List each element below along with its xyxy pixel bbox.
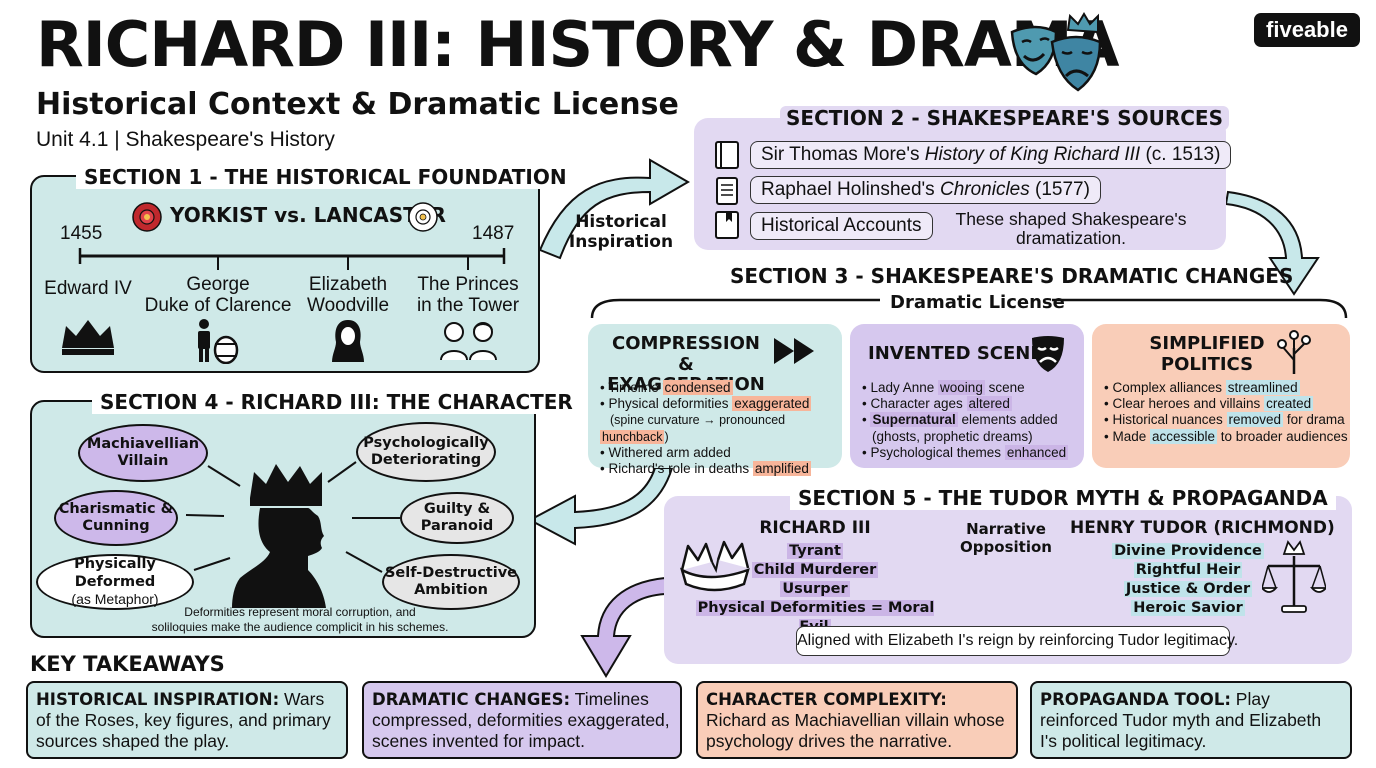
fast-forward-icon	[774, 338, 814, 364]
person-with-barrel-icon	[198, 319, 239, 364]
page-title: RICHARD III: HISTORY & DRAMA	[36, 8, 1120, 81]
section4-title: SECTION 4 - RICHARD III: THE CHARACTER	[92, 390, 581, 414]
book-open-icon	[715, 211, 739, 239]
trait-connectors	[185, 461, 400, 573]
unit-label: Unit 4.1 | Shakespeare's History	[36, 128, 335, 151]
trait-psychologically-deteriorating: Psychologically Deteriorating	[356, 422, 496, 482]
tudor-legitimacy-note: Aligned with Elizabeth I's reign by rein…	[796, 626, 1238, 656]
trait-charismatic-cunning: Charismatic & Cunning	[54, 490, 178, 546]
trait-self-destructive-ambition: Self-Destructive Ambition	[382, 554, 520, 610]
king-silhouette-icon	[232, 464, 326, 608]
takeaway-propaganda-tool: PROPAGANDA TOOL: Play reinforced Tudor m…	[1030, 681, 1352, 759]
tudor-rose-red-icon	[132, 202, 162, 232]
figure-edward-iv: Edward IV	[44, 278, 132, 299]
woman-portrait-icon	[332, 320, 364, 362]
mask-icon	[1032, 336, 1064, 372]
figure-elizabeth-woodville: Elizabeth Woodville	[306, 274, 390, 316]
trait-machiavellian-villain: Machiavellian Villain	[78, 424, 208, 482]
figure-george: George Duke of Clarence	[144, 274, 292, 316]
arrow-label-historical-inspiration: Historical Inspiration	[568, 212, 674, 253]
timeline-line	[78, 248, 506, 270]
crown-icon	[62, 320, 114, 355]
henry-traits: Divine Providence Rightful Heir Justice …	[1112, 543, 1264, 616]
key-takeaways-title: KEY TAKEAWAYS	[30, 652, 225, 676]
sources-note: These shaped Shakespeare's dramatization…	[955, 209, 1187, 249]
timeline-end-year: 1487	[472, 223, 515, 244]
takeaway-dramatic-changes: DRAMATIC CHANGES: Timelines compressed, …	[362, 681, 682, 759]
section5-title: SECTION 5 - THE TUDOR MYTH & PROPAGANDA	[790, 486, 1336, 510]
book-icon	[715, 141, 739, 169]
character-note: Deformities represent moral corruption, …	[151, 605, 449, 634]
scales-of-justice-icon	[1262, 540, 1326, 613]
two-children-icon	[440, 322, 497, 361]
timeline-start-year: 1455	[60, 223, 103, 244]
section3-subtitle: Dramatic License	[890, 292, 1065, 313]
richard-traits: Tyrant Child Murderer Usurper Physical D…	[692, 542, 938, 637]
source-thomas-more: Sir Thomas More's History of King Richar…	[750, 141, 1232, 169]
source-historical-accounts: Historical Accounts	[750, 212, 933, 240]
tree-diagram-icon	[1277, 330, 1311, 374]
trait-guilty-paranoid: Guilty & Paranoid	[400, 492, 514, 544]
tudor-rose-white-icon	[408, 202, 438, 232]
broken-crown-icon	[679, 540, 750, 592]
card-compression-exaggeration: COMPRESSION &EXAGGERATION Timeline conde…	[588, 324, 842, 476]
brand-logo: fiveable	[1254, 13, 1360, 47]
page-subtitle: Historical Context & Dramatic License	[36, 87, 679, 122]
henry-title: HENRY TUDOR (RICHMOND)	[1070, 518, 1335, 538]
card-invented-scenes: INVENTED SCENES Lady Anne wooing scene C…	[850, 324, 1084, 468]
section3-title: SECTION 3 - SHAKESPEARE'S DRAMATIC CHANG…	[730, 264, 1294, 288]
narrative-opposition-label: Narrative Opposition	[960, 520, 1052, 556]
theater-masks-icon	[1010, 12, 1102, 92]
takeaway-character-complexity: CHARACTER COMPLEXITY: Richard as Machiav…	[696, 681, 1018, 759]
scroll-icon	[716, 177, 738, 205]
figure-princes-in-tower: The Princes in the Tower	[416, 274, 520, 316]
trait-physically-deformed: Physically Deformed (as Metaphor)	[36, 554, 194, 610]
richard-title: RICHARD III	[759, 518, 871, 538]
source-holinshed: Raphael Holinshed's Chronicles (1577)	[750, 176, 1101, 204]
takeaway-historical-inspiration: HISTORICAL INSPIRATION: Wars of the Rose…	[26, 681, 348, 759]
section2-title: SECTION 2 - SHAKESPEARE'S SOURCES	[780, 106, 1230, 130]
section1-title: SECTION 1 - THE HISTORICAL FOUNDATION	[76, 165, 575, 189]
conflict-label: YORKIST vs. LANCASTER	[170, 203, 446, 227]
